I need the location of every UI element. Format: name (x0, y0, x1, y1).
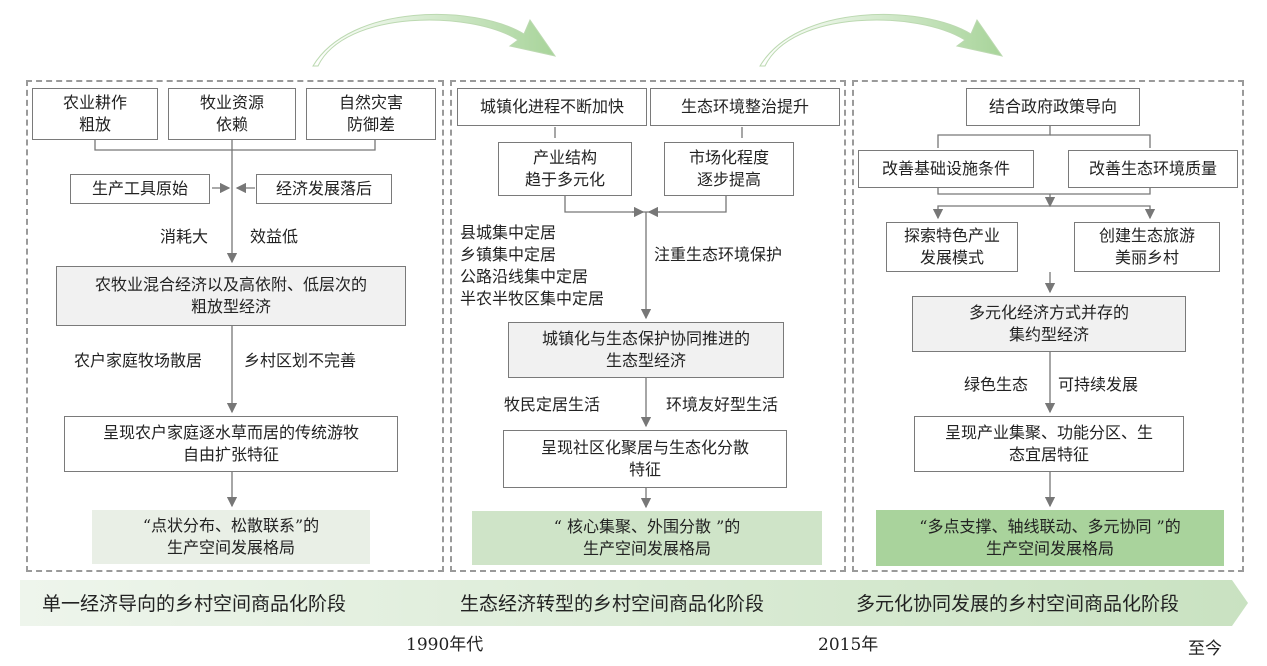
urbanization-box: 城镇化进程不断加快 (457, 88, 647, 126)
industry-structure-box: 产业结构 趋于多元化 (498, 142, 632, 196)
economy-box-3: 多元化经济方式并存的 集约型经济 (912, 296, 1186, 352)
pattern-box-2: “ 核心集聚、外围分散 ”的 生产空间发展格局 (472, 511, 822, 565)
factor-tools-box: 生产工具原始 (70, 174, 210, 204)
feature-box-1: 呈现农户家庭逐水草而居的传统游牧 自由扩张特征 (64, 416, 398, 472)
industry-model-box: 探索特色产业 发展模式 (886, 222, 1018, 272)
infrastructure-box: 改善基础设施条件 (858, 150, 1034, 188)
pattern-text-3: “多点支撑、轴线联动、多元协同 ”的 生产空间发展格局 (919, 517, 1181, 558)
settlement-list: 县城集中定居 乡镇集中定居 公路沿线集中定居 半农半牧区集中定居 (460, 223, 605, 308)
economy-box-2: 城镇化与生态保护协同推进的 生态型经济 (508, 322, 784, 378)
feature-box-3: 呈现产业集聚、功能分区、生 态宜居特征 (914, 416, 1184, 472)
eco-tourism-box: 创建生态旅游 美丽乡村 (1074, 222, 1220, 272)
time-2015: 2015年 (818, 635, 879, 655)
label-district: 乡村区划不完善 (244, 351, 357, 370)
factor-tools-text: 生产工具原始 (91, 179, 188, 198)
feature-text-3: 呈现产业集聚、功能分区、生 态宜居特征 (944, 423, 1153, 464)
environment-text: 改善生态环境质量 (1088, 159, 1217, 178)
feature-box-2: 呈现社区化聚居与生态化分散 特征 (503, 430, 787, 488)
feature-text-1: 呈现农户家庭逐水草而居的传统游牧 自由扩张特征 (102, 423, 359, 464)
policy-text: 结合政府政策导向 (988, 97, 1117, 116)
label-sustainable: 可持续发展 (1058, 375, 1139, 394)
cause-disaster-text: 自然灾害 防御差 (338, 93, 403, 134)
economy-text-1: 农牧业混合经济以及高依附、低层次的 粗放型经济 (94, 275, 367, 316)
factor-economy-box: 经济发展落后 (256, 174, 392, 204)
factor-economy-text: 经济发展落后 (275, 179, 372, 198)
stage-panel-3 (852, 80, 1244, 572)
marketization-text: 市场化程度 逐步提高 (688, 148, 769, 189)
label-settled-life: 牧民定居生活 (504, 395, 601, 414)
economy-text-3: 多元化经济方式并存的 集约型经济 (968, 303, 1129, 344)
eco-governance-box: 生态环境整治提升 (650, 88, 840, 126)
label-eco-friendly-life: 环境友好型生活 (666, 395, 779, 414)
pattern-box-1: “点状分布、松散联系”的 生产空间发展格局 (92, 510, 370, 564)
stage-panel-2 (450, 80, 846, 572)
label-green-eco: 绿色生态 (964, 375, 1029, 394)
label-consumption: 消耗大 (160, 227, 209, 246)
marketization-box: 市场化程度 逐步提高 (664, 142, 794, 196)
time-now: 至今 (1188, 639, 1222, 659)
infrastructure-text: 改善基础设施条件 (881, 159, 1010, 178)
eco-governance-text: 生态环境整治提升 (680, 97, 809, 116)
curve-arrow-1 (312, 14, 557, 67)
pattern-box-3: “多点支撑、轴线联动、多元协同 ”的 生产空间发展格局 (876, 510, 1224, 566)
urbanization-text: 城镇化进程不断加快 (479, 97, 624, 116)
feature-text-2: 呈现社区化聚居与生态化分散 特征 (540, 438, 749, 479)
policy-box: 结合政府政策导向 (966, 88, 1140, 126)
cause-farming-text: 农业耕作 粗放 (62, 93, 127, 134)
stage-label-1: 单一经济导向的乡村空间商品化阶段 (42, 593, 347, 615)
economy-box-1: 农牧业混合经济以及高依附、低层次的 粗放型经济 (56, 266, 406, 326)
label-eco-protection: 注重生态环境保护 (654, 245, 783, 264)
pattern-text-1: “点状分布、松散联系”的 生产空间发展格局 (142, 516, 320, 557)
cause-farming-box: 农业耕作 粗放 (32, 88, 158, 140)
environment-box: 改善生态环境质量 (1068, 150, 1238, 188)
cause-disaster-box: 自然灾害 防御差 (306, 88, 436, 140)
label-efficiency: 效益低 (250, 227, 299, 246)
cause-grazing-box: 牧业资源 依赖 (168, 88, 296, 140)
economy-text-2: 城镇化与生态保护协同推进的 生态型经济 (541, 329, 750, 370)
time-1990s: 1990年代 (406, 635, 484, 655)
stage-label-3: 多元化协同发展的乡村空间商品化阶段 (856, 593, 1180, 615)
timeline-arrow (20, 580, 1248, 626)
stage-label-2: 生态经济转型的乡村空间商品化阶段 (460, 593, 765, 615)
eco-tourism-text: 创建生态旅游 美丽乡村 (1098, 226, 1195, 267)
industry-structure-text: 产业结构 趋于多元化 (524, 148, 605, 189)
industry-model-text: 探索特色产业 发展模式 (903, 226, 1000, 267)
curve-arrow-2 (759, 14, 1004, 67)
label-household: 农户家庭牧场散居 (74, 351, 203, 370)
cause-grazing-text: 牧业资源 依赖 (199, 93, 264, 134)
stage-panel-1 (26, 80, 444, 572)
pattern-text-2: “ 核心集聚、外围分散 ”的 生产空间发展格局 (553, 517, 741, 558)
